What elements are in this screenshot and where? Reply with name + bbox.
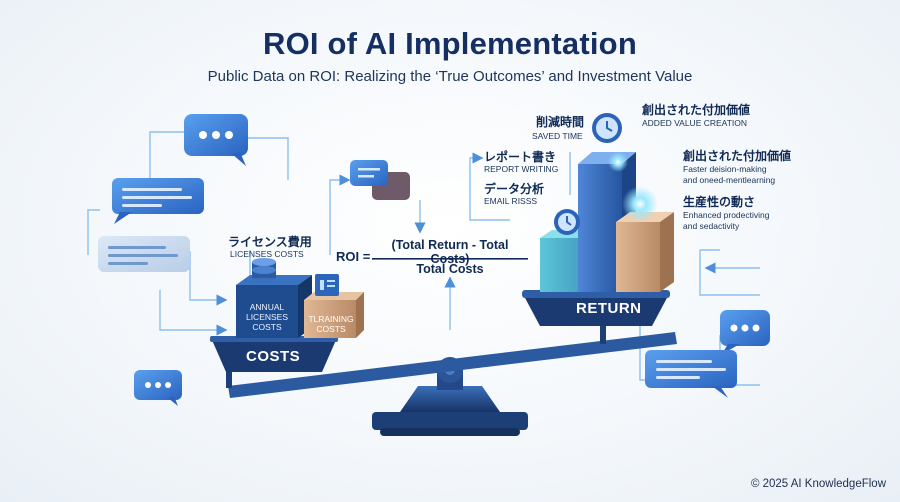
copyright-text: © 2025 AI KnowledgeFlow [750, 478, 886, 490]
faster-decision-label-jp: 創出された付加価値 [683, 149, 792, 163]
faster-decision-label-en-2: and oneed-mentlearning [683, 175, 776, 185]
productivity-label-en-2: and sedactivity [683, 221, 740, 231]
added-value-label-en: ADDED VALUE CREATION [642, 118, 748, 128]
page-subtitle: Public Data on ROI: Realizing the ‘True … [207, 68, 693, 85]
training-costs-box [304, 292, 364, 338]
message-bubble-icon [112, 178, 204, 224]
balance-scale [210, 290, 677, 436]
page-title: ROI of AI Implementation [263, 26, 637, 61]
stacked-chat-icon [350, 160, 410, 200]
saved-time-label-jp: 削減時間 [536, 115, 585, 129]
training-costs-label: TLRAINING COSTS [308, 314, 354, 334]
clock-icon-small [554, 209, 580, 235]
chat-bubble-small-icon [134, 370, 182, 406]
license-cost-label-jp: ライセンス費用 [228, 235, 312, 249]
license-cost-label-en: LICENSES COSTS [230, 249, 304, 259]
data-analysis-label-en: EMAIL RISSS [484, 196, 538, 206]
report-writing-label-jp: レポート書き [484, 150, 557, 164]
faster-decision-label-en-1: Faster deision-making [683, 164, 767, 174]
roi-label: ROI = [336, 249, 371, 264]
document-icon [315, 274, 339, 296]
added-value-label-jp: 創出された付加価値 [642, 103, 751, 117]
report-writing-label-en: REPORT WRITING [484, 164, 559, 174]
glow-effect [608, 152, 658, 222]
roi-numerator: (Total Return - Total Costs) [391, 238, 509, 266]
return-pan-label: RETURN [576, 300, 642, 317]
message-bubble-light-icon [98, 236, 190, 272]
roi-denominator: Total Costs [416, 262, 484, 276]
costs-pan-label: COSTS [246, 348, 301, 365]
chat-bubble-icon [184, 114, 248, 166]
saved-time-label-en: SAVED TIME [532, 131, 583, 141]
chat-bubble-right-icon [720, 310, 770, 354]
message-bubble-right-icon [645, 350, 737, 398]
clock-icon [592, 113, 622, 143]
tan-bar [616, 212, 674, 292]
formula-divider [372, 258, 528, 260]
annual-licenses-label: ANNUAL LICENSES COSTS [245, 302, 289, 332]
productivity-label-en-1: Enhanced prodectiving [683, 210, 770, 220]
productivity-label-jp: 生産性の動さ [683, 195, 756, 209]
coin-stack-icon [252, 258, 276, 282]
data-analysis-label-jp: データ分析 [484, 182, 545, 196]
